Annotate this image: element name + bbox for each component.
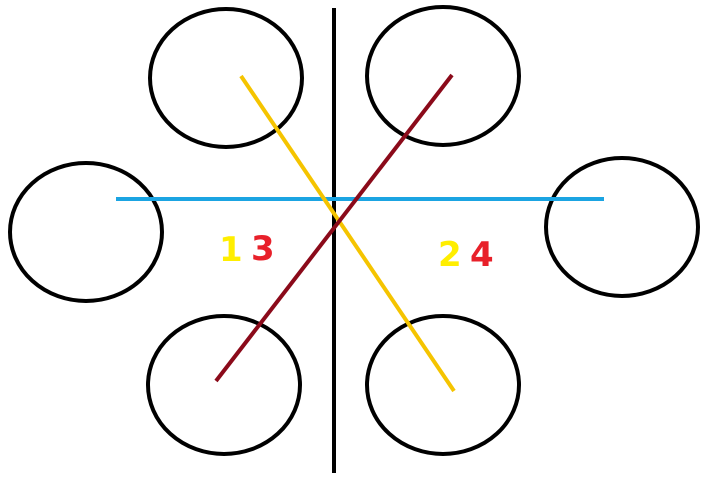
yellow-diagonal-line	[239, 74, 456, 393]
circle-mid-left	[8, 161, 164, 303]
circle-bottom-right	[365, 314, 521, 456]
circle-bottom-left	[146, 314, 302, 456]
circle-top-right	[365, 5, 521, 147]
label-left-red-number: 3	[251, 229, 275, 269]
label-left-yellow-number: 1	[219, 230, 243, 270]
circle-top-left	[148, 7, 304, 149]
label-right-yellow-number: 2	[438, 235, 462, 275]
label-right-red-number: 4	[470, 235, 494, 275]
circle-mid-right	[544, 156, 700, 298]
dark-red-diagonal-line	[214, 73, 454, 383]
